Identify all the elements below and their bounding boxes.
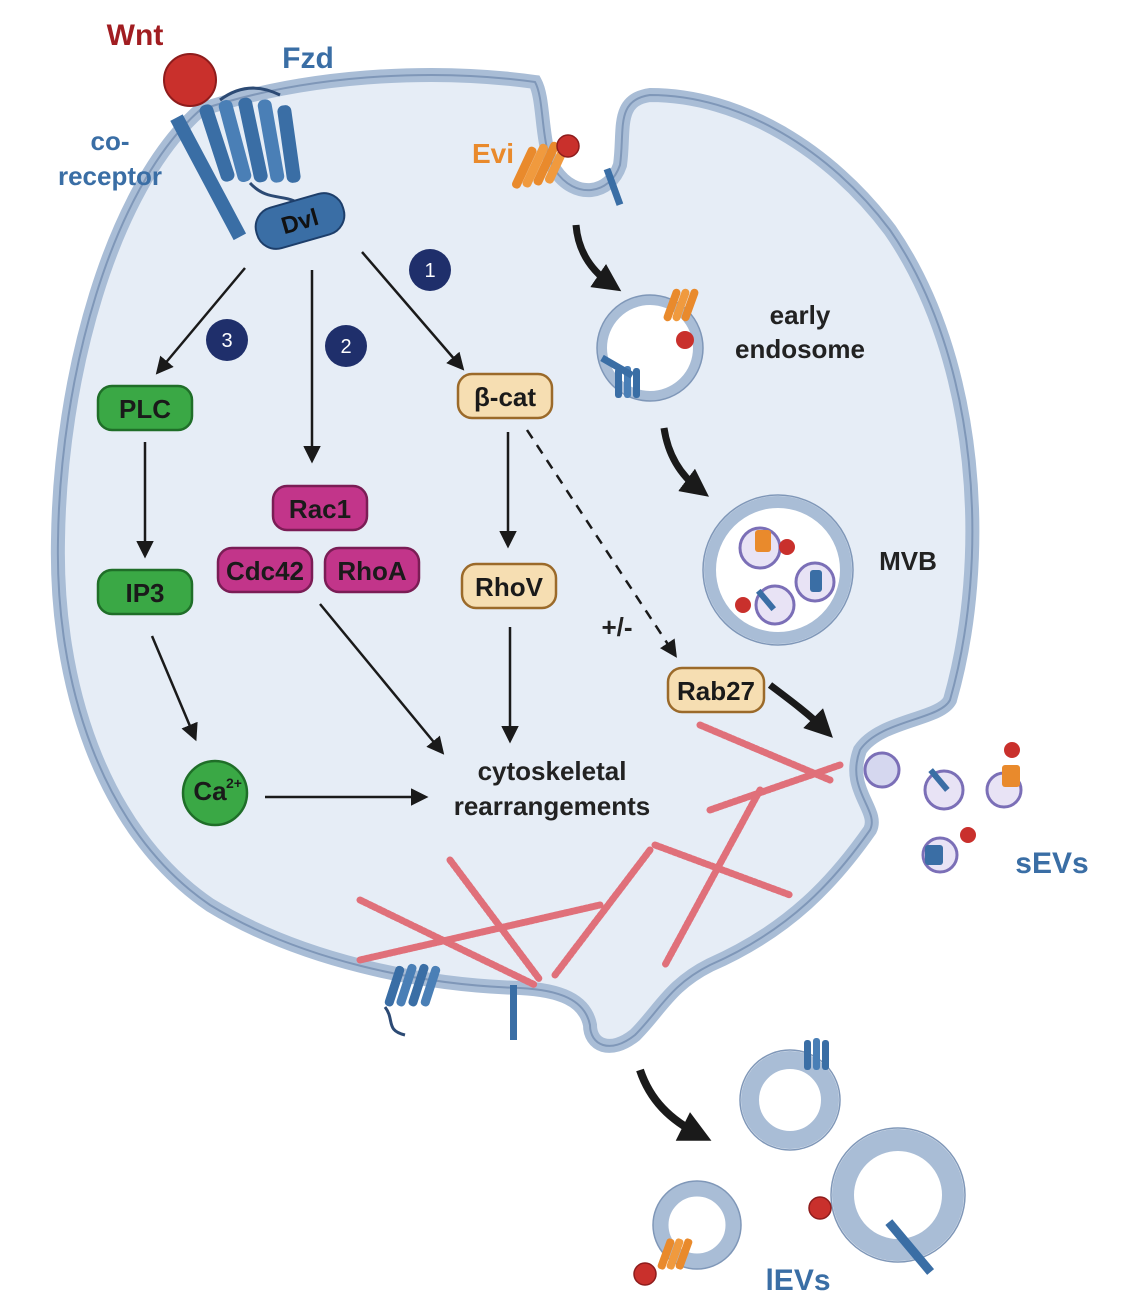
fzd-label: Fzd bbox=[282, 42, 334, 75]
actin-filament bbox=[446, 856, 544, 984]
actin-filament bbox=[356, 901, 604, 964]
rac1-label: Rac1 bbox=[289, 494, 351, 524]
plc-label: PLC bbox=[119, 394, 171, 424]
arrow-to-levs bbox=[636, 1068, 712, 1141]
node-rab27: Rab27 bbox=[666, 666, 766, 714]
badge-1-text: 1 bbox=[424, 260, 435, 282]
node-rhov: RhoV bbox=[460, 562, 558, 610]
membrane-fzd-bottom bbox=[383, 963, 441, 1037]
arrow-bcat-rab27 bbox=[525, 429, 677, 658]
ip3-label: IP3 bbox=[125, 578, 164, 608]
sevs-label: sEVs bbox=[1015, 847, 1088, 880]
arrow-to-mvb bbox=[660, 427, 709, 497]
bcat-label: β-cat bbox=[474, 382, 536, 412]
early-endosome bbox=[596, 288, 704, 402]
wnt-ligand bbox=[163, 53, 217, 107]
actin-filament bbox=[661, 786, 764, 969]
levs-label: lEVs bbox=[765, 1264, 830, 1297]
actin-filaments bbox=[356, 721, 844, 989]
early-endosome-label-2: endosome bbox=[735, 334, 865, 364]
badge-3-text: 3 bbox=[221, 330, 232, 352]
arrow-ip3-ca bbox=[150, 635, 198, 742]
arrow-dvl-bcat bbox=[361, 251, 465, 371]
coreceptor-label-2: receptor bbox=[58, 161, 162, 191]
cell bbox=[50, 68, 980, 1053]
badge-1: 1 bbox=[409, 249, 451, 291]
cell-membrane-inner-edge bbox=[56, 74, 974, 1047]
actin-filament bbox=[696, 721, 834, 784]
cyto-label-2: rearrangements bbox=[454, 791, 651, 821]
badge-3: 3 bbox=[206, 319, 248, 361]
fzd-receptor bbox=[199, 86, 307, 211]
coreceptor-small bbox=[603, 167, 624, 206]
coreceptor-bottom bbox=[510, 985, 517, 1040]
coreceptor-rod bbox=[170, 114, 247, 241]
node-plc: PLC bbox=[96, 384, 194, 432]
wnt-label: Wnt bbox=[107, 19, 164, 52]
small-evs bbox=[863, 742, 1023, 874]
pathway-arrows bbox=[136, 251, 677, 806]
actin-filament bbox=[706, 761, 844, 814]
early-endosome-label-1: early bbox=[770, 300, 831, 330]
node-ca: Ca 2+ bbox=[181, 759, 249, 827]
rhoa-label: RhoA bbox=[337, 556, 407, 586]
node-rhoa: RhoA bbox=[323, 546, 421, 594]
node-bcat: β-cat bbox=[456, 372, 554, 420]
receptor-complex: Dvl bbox=[163, 53, 346, 250]
wnt-on-evi bbox=[556, 134, 580, 158]
badge-2-text: 2 bbox=[340, 336, 351, 358]
plus-minus-label: +/- bbox=[601, 612, 632, 642]
evi-complex bbox=[511, 134, 624, 206]
mvb bbox=[702, 494, 854, 646]
arrow-dvl-plc bbox=[155, 267, 246, 375]
arrow-to-early-endosome bbox=[572, 224, 622, 292]
ca-superscript: 2+ bbox=[226, 775, 242, 791]
actin-filament bbox=[651, 841, 794, 899]
rhov-label: RhoV bbox=[475, 572, 544, 602]
large-evs bbox=[633, 1038, 966, 1286]
dvl-node bbox=[254, 192, 346, 250]
node-rac1: Rac1 bbox=[271, 484, 369, 532]
arrow-to-exocytosis bbox=[767, 682, 833, 738]
cyto-label-1: cytoskeletal bbox=[478, 756, 627, 786]
mvb-label: MVB bbox=[879, 546, 937, 576]
arrow-gtpases-cyto bbox=[319, 603, 445, 755]
evi-label: Evi bbox=[472, 138, 514, 169]
ca-label: Ca bbox=[193, 776, 227, 806]
badge-2: 2 bbox=[325, 325, 367, 367]
node-ip3: IP3 bbox=[96, 568, 194, 616]
cdc42-label: Cdc42 bbox=[226, 556, 304, 586]
actin-filament bbox=[551, 846, 654, 979]
node-cdc42: Cdc42 bbox=[216, 546, 314, 594]
rab27-label: Rab27 bbox=[677, 676, 755, 706]
coreceptor-label-1: co- bbox=[91, 126, 130, 156]
